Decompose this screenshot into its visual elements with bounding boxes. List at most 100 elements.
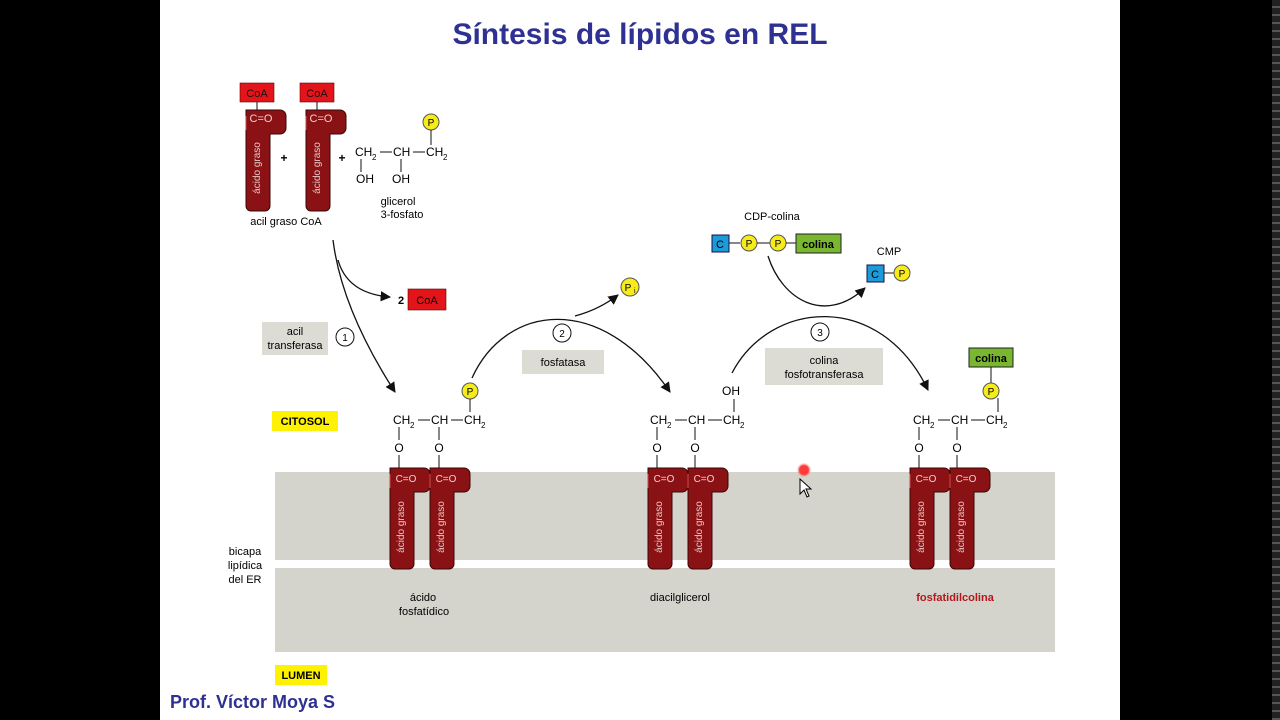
svg-text:2: 2	[443, 153, 448, 162]
membrane-inner-leaflet	[275, 568, 1055, 652]
svg-text:ácido graso: ácido graso	[916, 501, 927, 553]
diacylglycerol-label: diacilglicerol	[650, 592, 710, 604]
pointer-highlight	[797, 463, 811, 477]
svg-text:C=O: C=O	[694, 474, 715, 485]
lumen-label: LUMEN	[281, 670, 320, 682]
svg-text:P: P	[428, 118, 435, 129]
svg-text:O: O	[394, 441, 403, 455]
svg-text:CH: CH	[951, 413, 968, 427]
svg-text:O: O	[434, 441, 443, 455]
svg-text:2: 2	[740, 421, 745, 430]
svg-text:2: 2	[1003, 421, 1008, 430]
svg-text:ácido graso: ácido graso	[312, 142, 323, 194]
svg-text:O: O	[914, 441, 923, 455]
glycerol-label-1: glicerol	[381, 196, 416, 208]
step3-number: 3	[817, 328, 823, 339]
svg-text:2: 2	[930, 421, 935, 430]
svg-text:C: C	[716, 239, 724, 251]
svg-text:CH: CH	[393, 145, 410, 159]
svg-text:ácido graso: ácido graso	[654, 501, 665, 553]
svg-text:P: P	[988, 387, 995, 398]
svg-text:2: 2	[667, 421, 672, 430]
svg-text:P: P	[775, 239, 782, 250]
released-coa-box	[407, 288, 447, 311]
pi-subscript: i	[634, 288, 636, 295]
coa-release-arrow	[337, 259, 392, 302]
acyl-coa-1: CoA C=O ácido graso	[239, 82, 287, 212]
svg-text:OH: OH	[722, 384, 740, 398]
phosphatidic-acid-label-1: ácido	[410, 592, 436, 604]
svg-text:O: O	[690, 441, 699, 455]
cytosol-box	[272, 411, 338, 431]
svg-text:ácido graso: ácido graso	[436, 501, 447, 553]
step1-badge	[335, 327, 355, 347]
svg-text:ácido graso: ácido graso	[956, 501, 967, 553]
svg-text:ácido graso: ácido graso	[252, 142, 263, 194]
pi-release-arrow	[574, 294, 619, 317]
svg-text:CH: CH	[464, 413, 481, 427]
svg-text:colina: colina	[975, 353, 1008, 365]
svg-text:C=O: C=O	[250, 113, 273, 125]
enzyme2-label: fosfatasa	[541, 357, 587, 369]
step3-badge	[810, 322, 830, 342]
cytosol-label: CITOSOL	[281, 416, 330, 428]
svg-text:CH: CH	[431, 413, 448, 427]
svg-text:C=O: C=O	[916, 474, 937, 485]
svg-text:CH: CH	[986, 413, 1003, 427]
svg-text:CH: CH	[426, 145, 443, 159]
svg-text:CH: CH	[688, 413, 705, 427]
pi-label: P	[625, 283, 632, 294]
cmp: C P	[866, 264, 911, 283]
svg-text:colina: colina	[802, 239, 835, 251]
phosphatidylcholine-label: fosfatidilcolina	[916, 592, 995, 604]
plus-sign-2: +	[338, 151, 345, 165]
enzyme1-label-a: acil	[287, 326, 304, 338]
inorganic-phosphate	[620, 277, 640, 297]
svg-text:ácido graso: ácido graso	[694, 501, 705, 553]
author-credit: Prof. Víctor Moya S	[170, 692, 336, 712]
coa-count: 2	[398, 295, 404, 307]
enzyme2-box	[522, 350, 604, 374]
bilayer-label-1: bicapa	[229, 546, 262, 558]
enzyme1-label-b: transferasa	[267, 340, 323, 352]
cdp-choline-label: CDP-colina	[744, 211, 801, 223]
svg-text:CH: CH	[355, 145, 372, 159]
cmp-label: CMP	[877, 246, 901, 258]
svg-text:P: P	[467, 387, 474, 398]
svg-text:CH: CH	[650, 413, 667, 427]
svg-text:CH: CH	[723, 413, 740, 427]
svg-text:2: 2	[481, 421, 486, 430]
enzyme3-box	[765, 348, 883, 385]
svg-text:OH: OH	[356, 172, 374, 186]
svg-text:CoA: CoA	[306, 88, 328, 100]
svg-text:CH: CH	[393, 413, 410, 427]
released-coa-label: CoA	[416, 295, 438, 307]
slide-title: Síntesis de lípidos en REL	[452, 18, 828, 51]
svg-text:P: P	[899, 269, 906, 280]
svg-text:OH: OH	[392, 172, 410, 186]
svg-text:C=O: C=O	[310, 113, 333, 125]
slide: Síntesis de lípidos en REL CITOSOL LUMEN…	[160, 0, 1120, 720]
svg-text:C: C	[871, 269, 879, 281]
svg-text:2: 2	[410, 421, 415, 430]
step2-badge	[552, 323, 572, 343]
svg-text:O: O	[952, 441, 961, 455]
enzyme3-label-a: colina	[810, 355, 840, 367]
enzyme1-box	[262, 322, 328, 355]
svg-text:C=O: C=O	[654, 474, 675, 485]
bilayer-label-2: lipídica	[228, 560, 263, 572]
svg-text:C=O: C=O	[956, 474, 977, 485]
step1-arrow	[332, 239, 396, 393]
phosphatidic-acid-label-2: fosfatídico	[399, 606, 449, 618]
lipid-synthesis-diagram: CITOSOL LUMEN bicapa lipídica del ER CoA…	[228, 82, 1055, 685]
enzyme3-label-b: fosfotransferasa	[785, 369, 865, 381]
cdp-choline: C P P colina	[711, 233, 842, 254]
screen-edge-strip	[1272, 0, 1280, 720]
step1-number: 1	[342, 333, 348, 344]
svg-text:CoA: CoA	[246, 88, 268, 100]
step2-number: 2	[559, 329, 565, 340]
